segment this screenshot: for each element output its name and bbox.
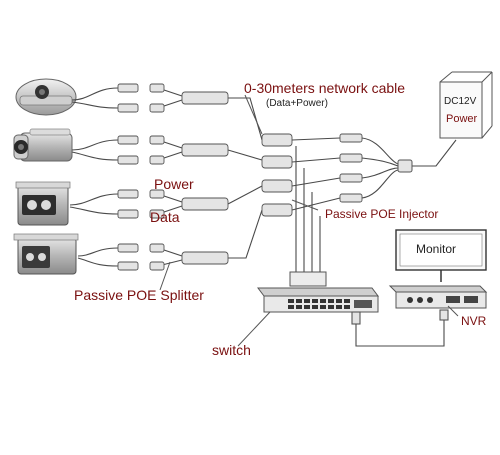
data-label: Data <box>150 209 180 225</box>
injector-connectors <box>261 133 457 278</box>
switch-label: switch <box>212 342 251 358</box>
network-cable-label: 0-30meters network cable <box>244 80 406 96</box>
nvr-icon <box>388 285 488 309</box>
switch-nvr-cable <box>351 309 449 347</box>
nvr-label: NVR <box>461 314 487 328</box>
monitor-label: Monitor <box>416 242 457 256</box>
data-power-label: (Data+Power) <box>266 98 328 109</box>
label-leaders <box>159 94 459 347</box>
power-adapter-icon <box>439 71 493 139</box>
dome-camera-icon <box>15 78 77 116</box>
power-supply-label: Power <box>446 113 478 125</box>
bullet-camera-icon <box>13 128 73 162</box>
monitor-icon <box>395 229 487 282</box>
bullet-camera-icon <box>13 233 79 275</box>
box-camera-icon <box>15 181 71 226</box>
splitter-label: Passive POE Splitter <box>74 287 204 303</box>
switch-icon <box>257 271 379 313</box>
injector-label: Passive POE Injector <box>325 207 439 221</box>
dc12v-label: DC12V <box>444 96 477 107</box>
power-label: Power <box>154 176 194 192</box>
splitter-connectors <box>117 83 229 271</box>
